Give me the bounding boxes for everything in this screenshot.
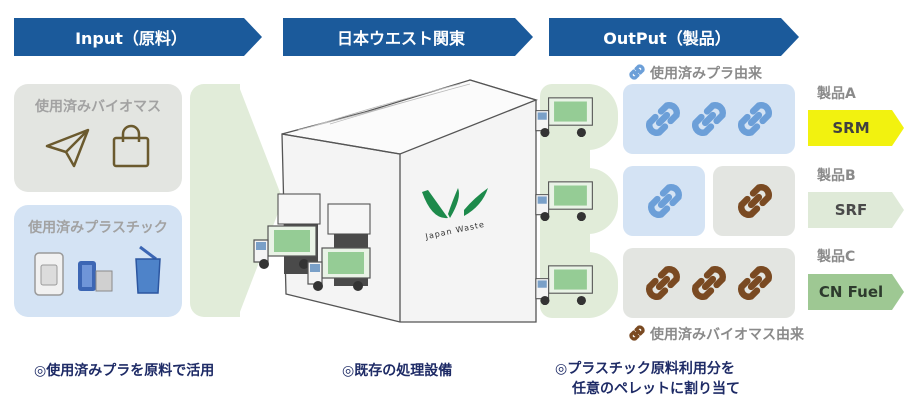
plastic-input-box: 使用済みプラスチック bbox=[14, 205, 182, 317]
product-c-name: CN Fuel bbox=[818, 283, 884, 301]
plastic-input-label: 使用済みプラスチック bbox=[28, 220, 168, 236]
plastic-link-icon bbox=[646, 102, 680, 136]
product-a-tag: SRM bbox=[808, 110, 904, 146]
product-b-name: SRF bbox=[834, 201, 868, 219]
plastic-link-icon bbox=[692, 102, 726, 136]
input-flow-arrow bbox=[238, 84, 283, 317]
output-caption-line1: ◎プラスチック原料利用分を bbox=[555, 361, 735, 377]
film-roll-icon bbox=[78, 261, 113, 292]
input-header: Input（原料） bbox=[14, 18, 262, 56]
truck-icon bbox=[253, 225, 317, 269]
product-c-tag: CN Fuel bbox=[808, 274, 904, 310]
product-c-label: 製品C bbox=[817, 249, 856, 265]
biomass-input-box: 使用済みバイオマス bbox=[14, 84, 182, 192]
biomass-link-icon bbox=[646, 266, 680, 300]
biomass-input-label: 使用済みバイオマス bbox=[35, 99, 161, 115]
biomass-link-icon bbox=[738, 184, 772, 218]
output-header: OutPut（製品） bbox=[549, 18, 799, 56]
plant-caption: ◎既存の処理設備 bbox=[342, 363, 453, 379]
plant-header-label: 日本ウエスト関東 bbox=[336, 29, 465, 48]
plastic-pouch-icon bbox=[34, 252, 64, 296]
plastic-link-icon bbox=[738, 102, 772, 136]
truck-icon bbox=[535, 181, 593, 222]
input-flow-connector bbox=[190, 84, 240, 317]
plant-header: 日本ウエスト関東 bbox=[283, 18, 533, 56]
plastic-link-icon bbox=[629, 64, 645, 80]
truck-icon bbox=[307, 247, 371, 291]
biomass-link-icon bbox=[738, 266, 772, 300]
plastic-cup-icon bbox=[135, 245, 161, 294]
output-caption-line2: 任意のペレットに割り当て bbox=[572, 381, 740, 397]
truck-icon bbox=[535, 97, 593, 138]
japan-waste-logo-icon bbox=[422, 188, 488, 219]
product-b-label: 製品B bbox=[817, 168, 856, 184]
plastic-link-icon bbox=[648, 184, 682, 218]
biomass-link-icon bbox=[629, 325, 645, 341]
shopping-bag-icon bbox=[112, 124, 150, 168]
input-caption: ◎使用済みプラを原料で活用 bbox=[34, 363, 215, 379]
paper-plane-icon bbox=[45, 128, 90, 168]
biomass-link-icon bbox=[692, 266, 726, 300]
input-header-label: Input（原料） bbox=[75, 29, 187, 48]
biomass-legend-label: 使用済みバイオマス由来 bbox=[650, 327, 804, 343]
truck-icon bbox=[535, 265, 593, 306]
plastic-legend-label: 使用済みプラ由来 bbox=[650, 66, 762, 82]
product-b-tag: SRF bbox=[808, 192, 904, 228]
output-header-label: OutPut（製品） bbox=[603, 29, 731, 48]
product-a-label: 製品A bbox=[817, 86, 856, 102]
product-a-name: SRM bbox=[832, 119, 870, 137]
